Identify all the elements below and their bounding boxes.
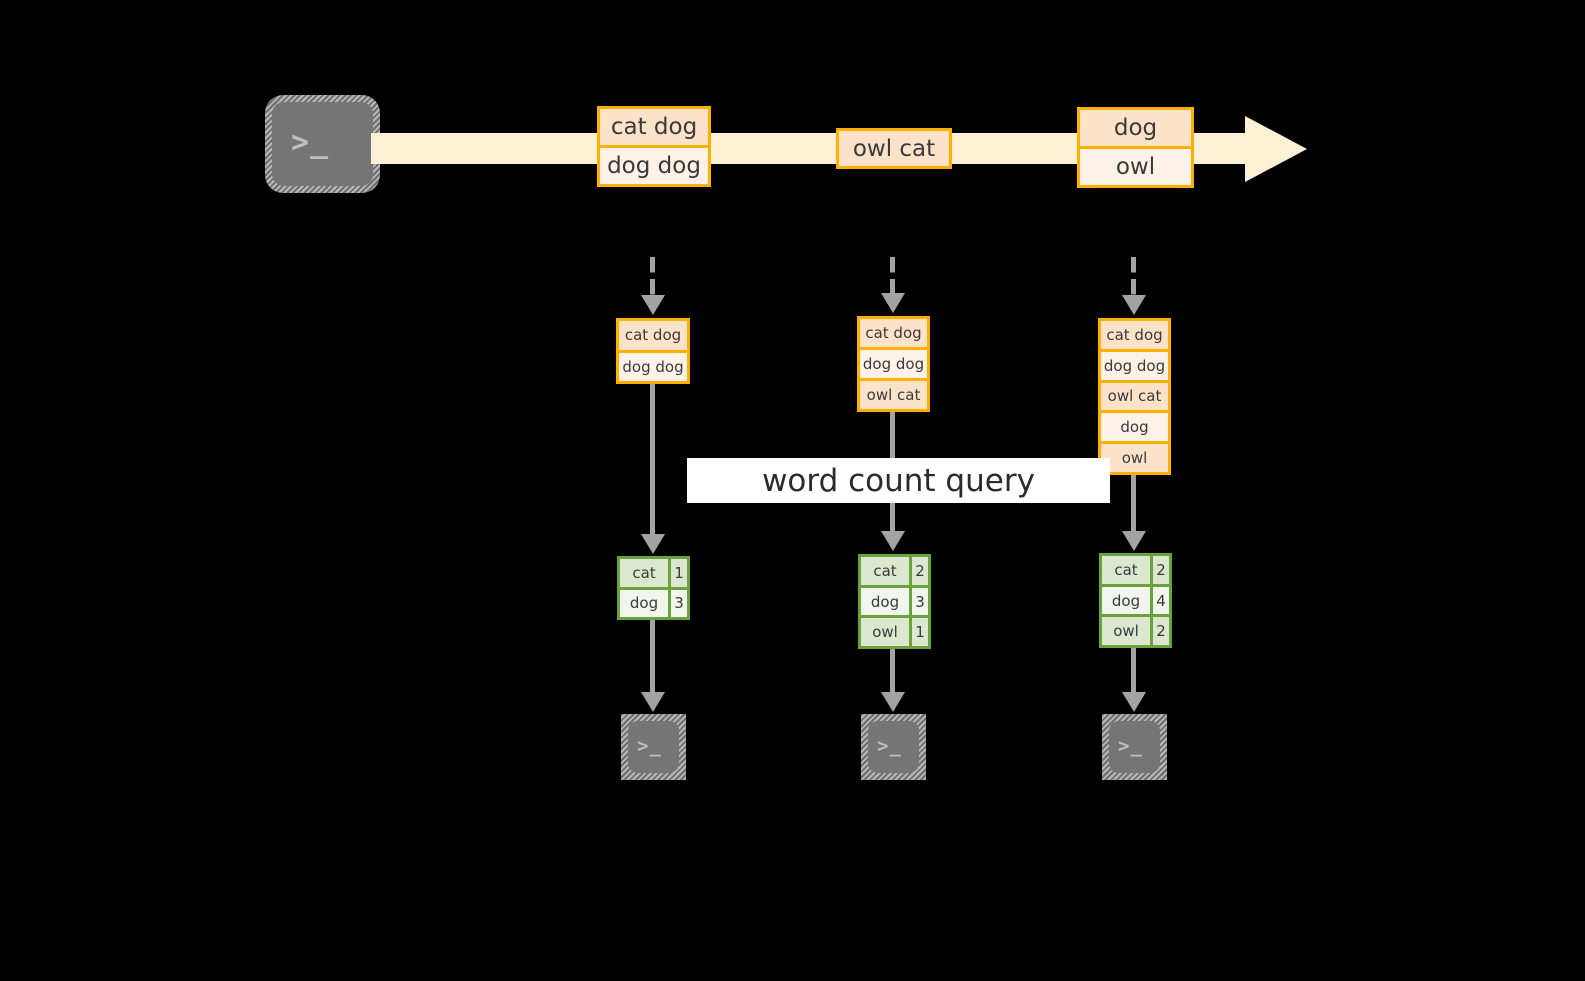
stream-record-line: owl cat: [839, 131, 949, 166]
result-row: dog 3: [861, 584, 928, 616]
result-count: 2: [1150, 556, 1169, 584]
accumulated-records-2: cat dog dog dog owl cat dog owl: [1098, 318, 1171, 475]
result-row: cat 1: [620, 559, 687, 587]
accumulated-records-1: cat dog dog dog owl cat: [857, 316, 930, 412]
result-row: owl 2: [1102, 614, 1169, 646]
snapshot-trigger-arrow-line-1: [890, 257, 895, 297]
result-arrow-line-1: [890, 649, 895, 697]
stream-record-line: dog dog: [600, 145, 708, 184]
result-row: dog 3: [620, 586, 687, 617]
consumer-terminal-screen: >_: [1109, 721, 1160, 773]
snapshot-trigger-arrow-line-0: [650, 257, 655, 299]
result-arrow-head-0: [641, 692, 665, 712]
query-label-text: word count query: [762, 462, 1035, 499]
query-arrow-line-0: [650, 384, 655, 538]
consumer-terminal-icon-0: >_: [621, 714, 686, 780]
accumulated-record-line: cat dog: [860, 319, 927, 347]
producer-terminal-icon: >_: [265, 95, 380, 193]
result-word: cat: [620, 559, 668, 587]
accumulated-record-line: dog dog: [619, 349, 687, 381]
result-count: 4: [1150, 586, 1169, 615]
result-word: cat: [1102, 556, 1150, 584]
result-table-1: cat 2 dog 3 owl 1: [858, 554, 931, 649]
accumulated-record-line: cat dog: [1101, 321, 1168, 349]
snapshot-trigger-arrow-head-0: [641, 295, 665, 315]
result-word: dog: [861, 587, 909, 616]
stream-arrow-head: [1245, 116, 1307, 182]
query-arrow-head-0: [641, 534, 665, 554]
query-arrow-head-2: [1122, 531, 1146, 551]
result-word: owl: [861, 618, 909, 647]
result-word: dog: [620, 589, 668, 617]
accumulated-record-line: cat dog: [619, 321, 687, 350]
stream-record-line: cat dog: [600, 109, 708, 145]
result-word: dog: [1102, 586, 1150, 615]
accumulated-records-0: cat dog dog dog: [616, 318, 690, 384]
consumer-terminal-icon-2: >_: [1102, 714, 1167, 780]
terminal-prompt-glyph: >_: [637, 735, 662, 757]
result-word: cat: [861, 557, 909, 585]
consumer-terminal-screen: >_: [868, 721, 919, 773]
terminal-prompt-glyph: >_: [877, 735, 902, 757]
result-word: owl: [1102, 617, 1150, 646]
snapshot-trigger-arrow-head-2: [1122, 295, 1146, 315]
query-label: word count query: [687, 458, 1110, 503]
accumulated-record-line: owl cat: [1101, 379, 1168, 411]
snapshot-trigger-arrow-head-1: [881, 293, 905, 313]
result-count: 1: [668, 559, 687, 587]
query-arrow-head-1: [881, 531, 905, 551]
result-arrow-head-1: [881, 692, 905, 712]
accumulated-record-line: dog dog: [1101, 348, 1168, 380]
result-arrow-line-0: [650, 620, 655, 695]
result-count: 3: [668, 589, 687, 617]
accumulated-record-line: owl cat: [860, 378, 927, 409]
result-table-2: cat 2 dog 4 owl 2: [1099, 553, 1172, 648]
result-arrow-head-2: [1122, 692, 1146, 712]
stream-record-line: owl: [1080, 146, 1191, 185]
stream-record-2: dog owl: [1077, 107, 1194, 188]
result-count: 2: [909, 557, 928, 585]
stream-record-line: dog: [1080, 110, 1191, 146]
result-table-0: cat 1 dog 3: [617, 556, 690, 620]
accumulated-record-line: owl: [1101, 441, 1168, 472]
result-row: dog 4: [1102, 583, 1169, 615]
consumer-terminal-screen: >_: [628, 721, 679, 773]
result-row: owl 1: [861, 615, 928, 647]
result-row: cat 2: [861, 557, 928, 585]
result-count: 3: [909, 587, 928, 616]
stream-record-1: owl cat: [836, 128, 952, 169]
result-count: 2: [1150, 617, 1169, 646]
result-count: 1: [909, 618, 928, 647]
stream-record-0: cat dog dog dog: [597, 106, 711, 187]
result-row: cat 2: [1102, 556, 1169, 584]
consumer-terminal-icon-1: >_: [861, 714, 926, 780]
accumulated-record-line: dog: [1101, 410, 1168, 442]
snapshot-trigger-arrow-line-2: [1131, 257, 1136, 299]
query-arrow-line-2: [1131, 475, 1136, 534]
producer-terminal-screen: >_: [272, 102, 373, 186]
accumulated-record-line: dog dog: [860, 347, 927, 378]
terminal-prompt-glyph: >_: [291, 125, 330, 160]
result-arrow-line-2: [1131, 648, 1136, 697]
terminal-prompt-glyph: >_: [1118, 735, 1143, 757]
